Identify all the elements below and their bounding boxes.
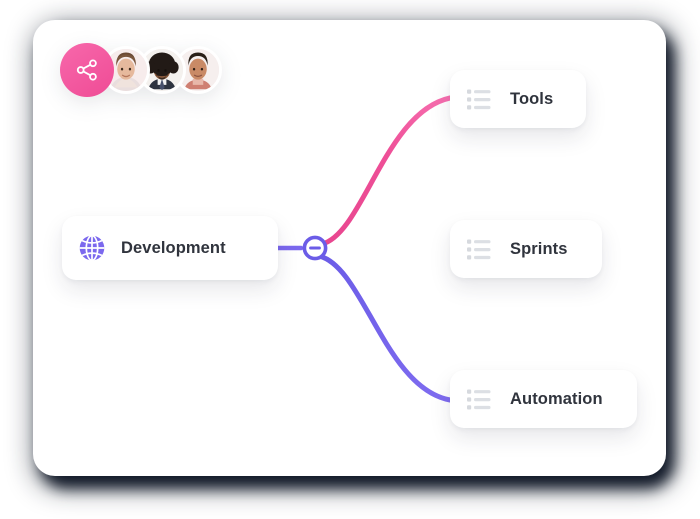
- mindmap-node-automation[interactable]: Automation: [450, 370, 637, 428]
- minus-icon: [302, 235, 328, 261]
- list-icon: [467, 389, 491, 409]
- mindmap-node-development[interactable]: Development: [62, 216, 278, 280]
- mindmap-node-sprints[interactable]: Sprints: [450, 220, 602, 278]
- mindmap-node-label: Tools: [510, 89, 554, 108]
- share-nodes-icon: [76, 59, 97, 81]
- list-icon: [467, 239, 491, 259]
- collapse-branch-toggle[interactable]: [295, 228, 335, 268]
- connector-to-tools: [319, 95, 453, 247]
- connector-to-automation: [316, 253, 453, 403]
- mindmap-node-label: Automation: [510, 389, 603, 408]
- list-icon: [467, 89, 491, 109]
- mindmap-node-tools[interactable]: Tools: [450, 70, 586, 128]
- mindmap-node-label: Sprints: [510, 239, 568, 258]
- share-button[interactable]: [60, 43, 114, 97]
- mindmap-canvas[interactable]: Development Tools: [33, 20, 666, 476]
- avatar-image: [105, 49, 147, 91]
- mindmap-node-label: Development: [121, 238, 226, 257]
- collaborator-avatar-group[interactable]: [60, 41, 222, 99]
- avatar-image: [141, 49, 183, 91]
- globe-icon: [79, 234, 105, 262]
